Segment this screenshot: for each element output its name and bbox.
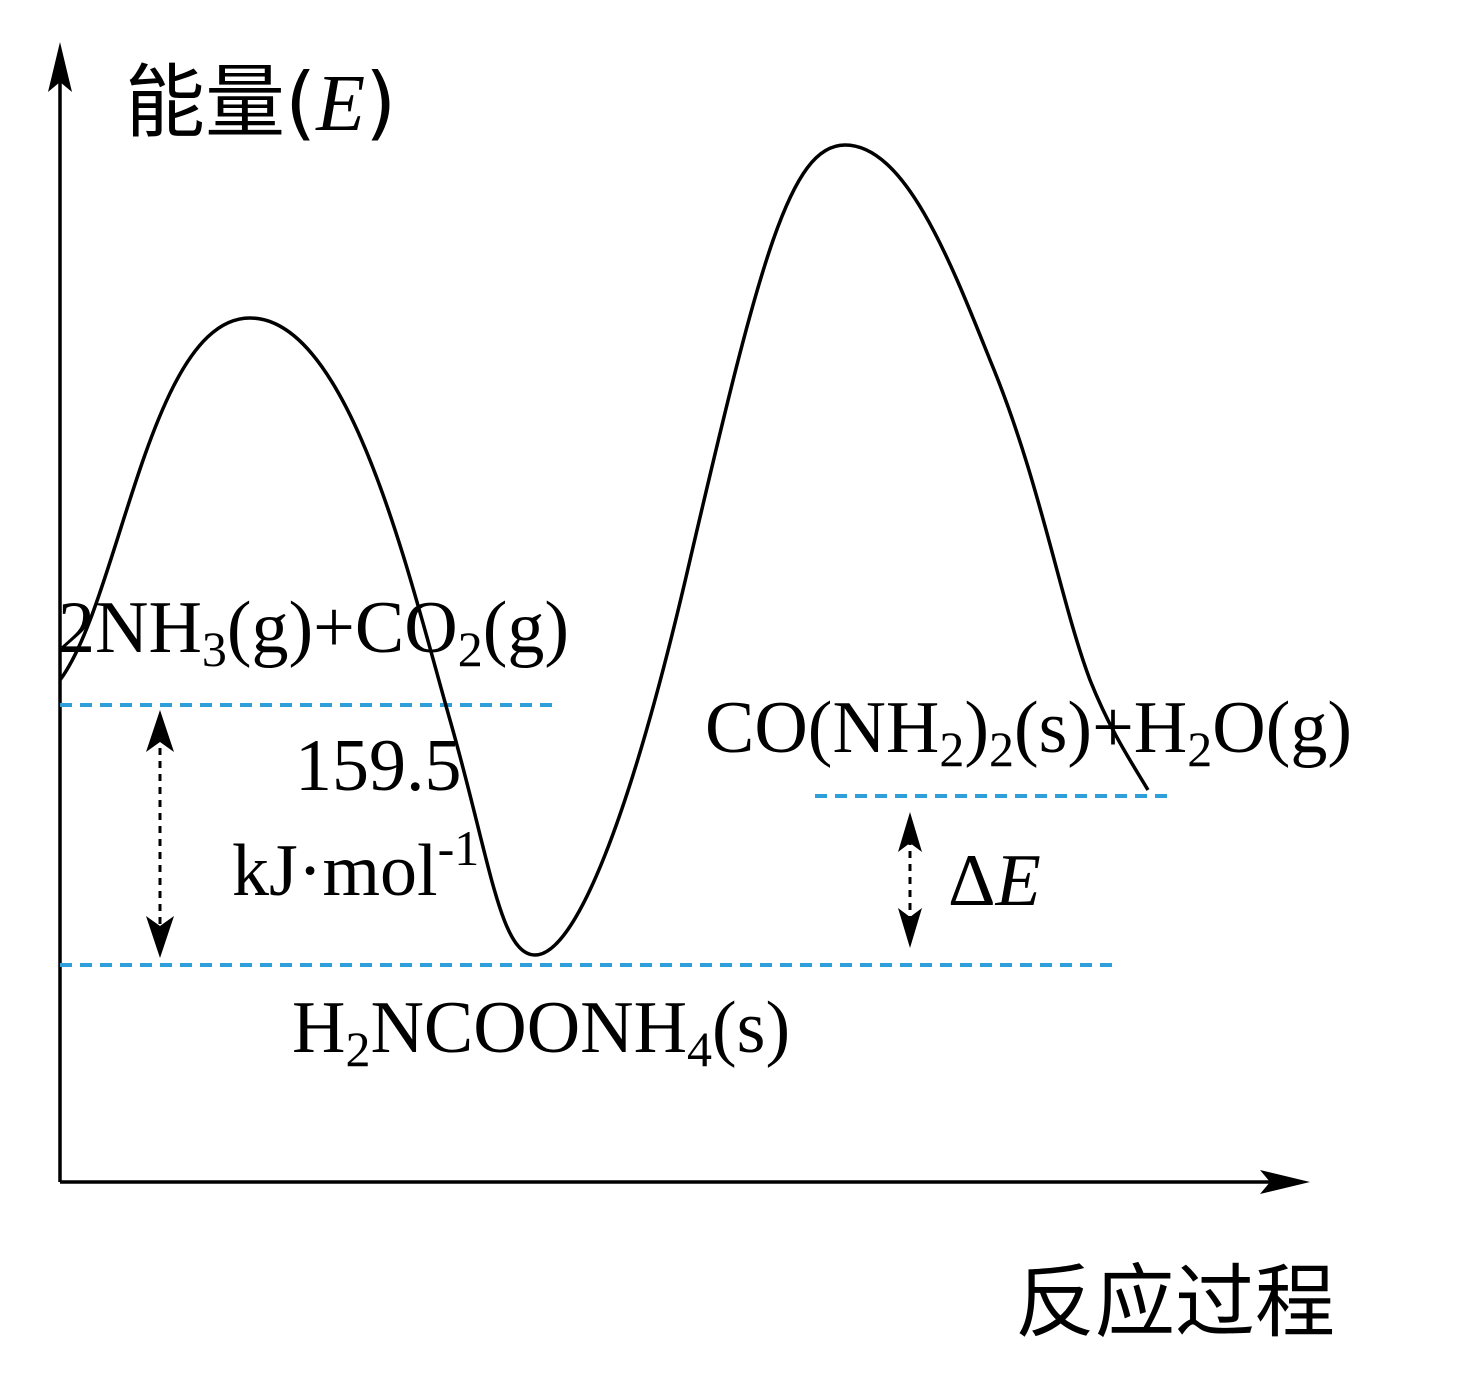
gap-down-arrow-icon [146, 916, 174, 958]
reaction-energy-curve [58, 143, 1150, 957]
x-axis-arrow-icon [1260, 1170, 1310, 1194]
energy-gap-unit: kJ·mol-1 [232, 820, 479, 912]
delta-up-arrow-icon [898, 812, 922, 852]
product-label: CO(NH2)2(s)+H2O(g) [705, 687, 1352, 777]
delta-down-arrow-icon [898, 908, 922, 948]
y-axis-label: 能量(E) [125, 56, 396, 149]
x-axis-label: 反应过程 [1015, 1256, 1335, 1349]
intermediate-label: H2NCOONH4(s) [292, 987, 790, 1077]
gap-up-arrow-icon [146, 710, 174, 752]
delta-e-label: ΔE [948, 840, 1041, 922]
y-axis-arrow-icon [48, 42, 72, 92]
reactant-label: 2NH3(g)+CO2(g) [58, 587, 569, 677]
energy-gap-value: 159.5 [295, 725, 462, 807]
